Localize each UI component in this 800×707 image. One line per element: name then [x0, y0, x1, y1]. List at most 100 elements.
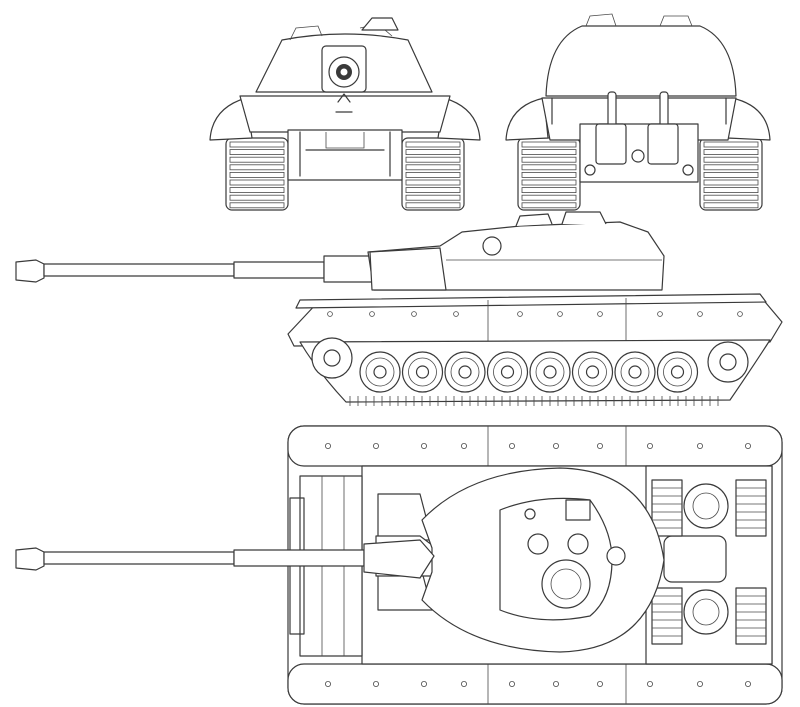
rear-towing-eye — [631, 149, 645, 163]
side-gun-barrel-sleeve — [323, 255, 373, 283]
top-gun-muzzle-brake — [15, 547, 45, 571]
rear-left-track — [517, 137, 581, 211]
hull-rivet — [327, 311, 333, 317]
fender-bolt — [372, 681, 379, 688]
front-view — [209, 17, 481, 211]
hull-rivet — [737, 311, 743, 317]
front-cupola — [361, 17, 399, 31]
hull-rivet — [453, 311, 459, 317]
top-engine-grilles — [651, 479, 767, 645]
top-fender-bolts — [324, 442, 752, 688]
track-link — [703, 164, 759, 171]
side-road-wheels — [359, 351, 699, 393]
road-wheel-hub — [585, 365, 600, 379]
track-link — [521, 164, 577, 171]
track-link — [521, 171, 577, 178]
top-right-fender-strip — [287, 663, 783, 705]
track-link — [229, 156, 285, 163]
hull-rivet — [597, 311, 603, 317]
fender-bolt — [647, 681, 654, 688]
front-left-track — [225, 137, 289, 211]
fender-bolt — [508, 442, 515, 449]
track-link — [229, 171, 285, 178]
road-wheel-rim — [578, 357, 607, 387]
road-wheel-hub — [458, 365, 472, 379]
rear-left-fender — [505, 97, 549, 141]
track-link — [703, 141, 759, 148]
top-engine-fan-left-hub — [692, 492, 720, 520]
road-wheel-hub — [628, 365, 642, 379]
top-gun-mantlet — [363, 539, 435, 579]
track-link — [229, 141, 285, 148]
rear-exhaust-right — [659, 91, 669, 129]
fender-bolt — [324, 681, 331, 688]
track-link — [405, 187, 461, 194]
side-track-links — [349, 396, 719, 406]
rear-exhaust-left — [607, 91, 617, 129]
hull-rivet — [411, 311, 417, 317]
top-engine-fan-right — [683, 589, 729, 635]
track-link — [405, 179, 461, 186]
side-hull-rivets — [327, 311, 743, 317]
engine-grille — [651, 587, 683, 645]
front-driver-visor — [335, 93, 353, 113]
track-link — [521, 194, 577, 201]
engine-grille — [735, 479, 767, 537]
top-sight-housing — [565, 499, 591, 521]
top-periscope-left — [527, 533, 549, 555]
side-turret-mantlet — [369, 247, 447, 291]
engine-grille — [651, 479, 683, 537]
hull-rivet — [657, 311, 663, 317]
front-right-track — [401, 137, 465, 211]
front-lower-hull — [287, 129, 403, 181]
track-link — [703, 156, 759, 163]
engine-grille — [735, 587, 767, 645]
track-link — [521, 202, 577, 209]
rear-track-links — [521, 141, 759, 209]
side-gun-barrel — [43, 263, 235, 277]
fender-bolt — [420, 681, 427, 688]
road-wheel-rim — [663, 357, 692, 387]
road-wheel-rim — [493, 357, 522, 387]
hull-rivet — [517, 311, 523, 317]
track-link — [405, 149, 461, 156]
road-wheel-rim — [620, 357, 650, 387]
front-towing-bracket — [299, 131, 391, 177]
side-view — [15, 211, 783, 406]
top-engine-fan-right-hub — [692, 598, 720, 626]
road-wheel-hub — [670, 365, 685, 379]
top-turret — [421, 467, 665, 653]
fender-bolt — [597, 681, 604, 688]
top-gun-barrel — [43, 551, 235, 565]
track-link — [703, 194, 759, 201]
fender-bolt — [460, 442, 467, 449]
rear-access-hatch-left — [595, 123, 627, 165]
fender-bolt — [697, 681, 704, 688]
track-link — [703, 149, 759, 156]
road-wheel-hub — [373, 365, 387, 379]
track-link — [229, 194, 285, 201]
track-link — [229, 149, 285, 156]
top-engine-fan-left — [683, 483, 729, 529]
road-wheel-rim — [365, 357, 395, 387]
front-hatch-lines — [325, 132, 365, 149]
track-link — [521, 156, 577, 163]
track-link — [229, 187, 285, 194]
rear-engine-deck — [551, 97, 727, 125]
hull-rivet — [557, 311, 563, 317]
side-gun-muzzle-brake — [15, 259, 45, 283]
track-link — [521, 141, 577, 148]
front-track-links — [229, 141, 461, 209]
side-hull-skirt — [295, 293, 767, 309]
top-periscope-right — [567, 533, 589, 555]
road-wheel-hub — [543, 365, 557, 379]
top-fender-panel-lines — [487, 426, 627, 704]
track-link — [229, 164, 285, 171]
fender-bolt — [420, 442, 427, 449]
track-link — [703, 202, 759, 209]
fender-bolt — [697, 442, 704, 449]
hull-rivet — [697, 311, 703, 317]
fender-bolt — [647, 442, 654, 449]
fender-bolt — [745, 681, 752, 688]
front-hull-glacis — [239, 95, 451, 133]
